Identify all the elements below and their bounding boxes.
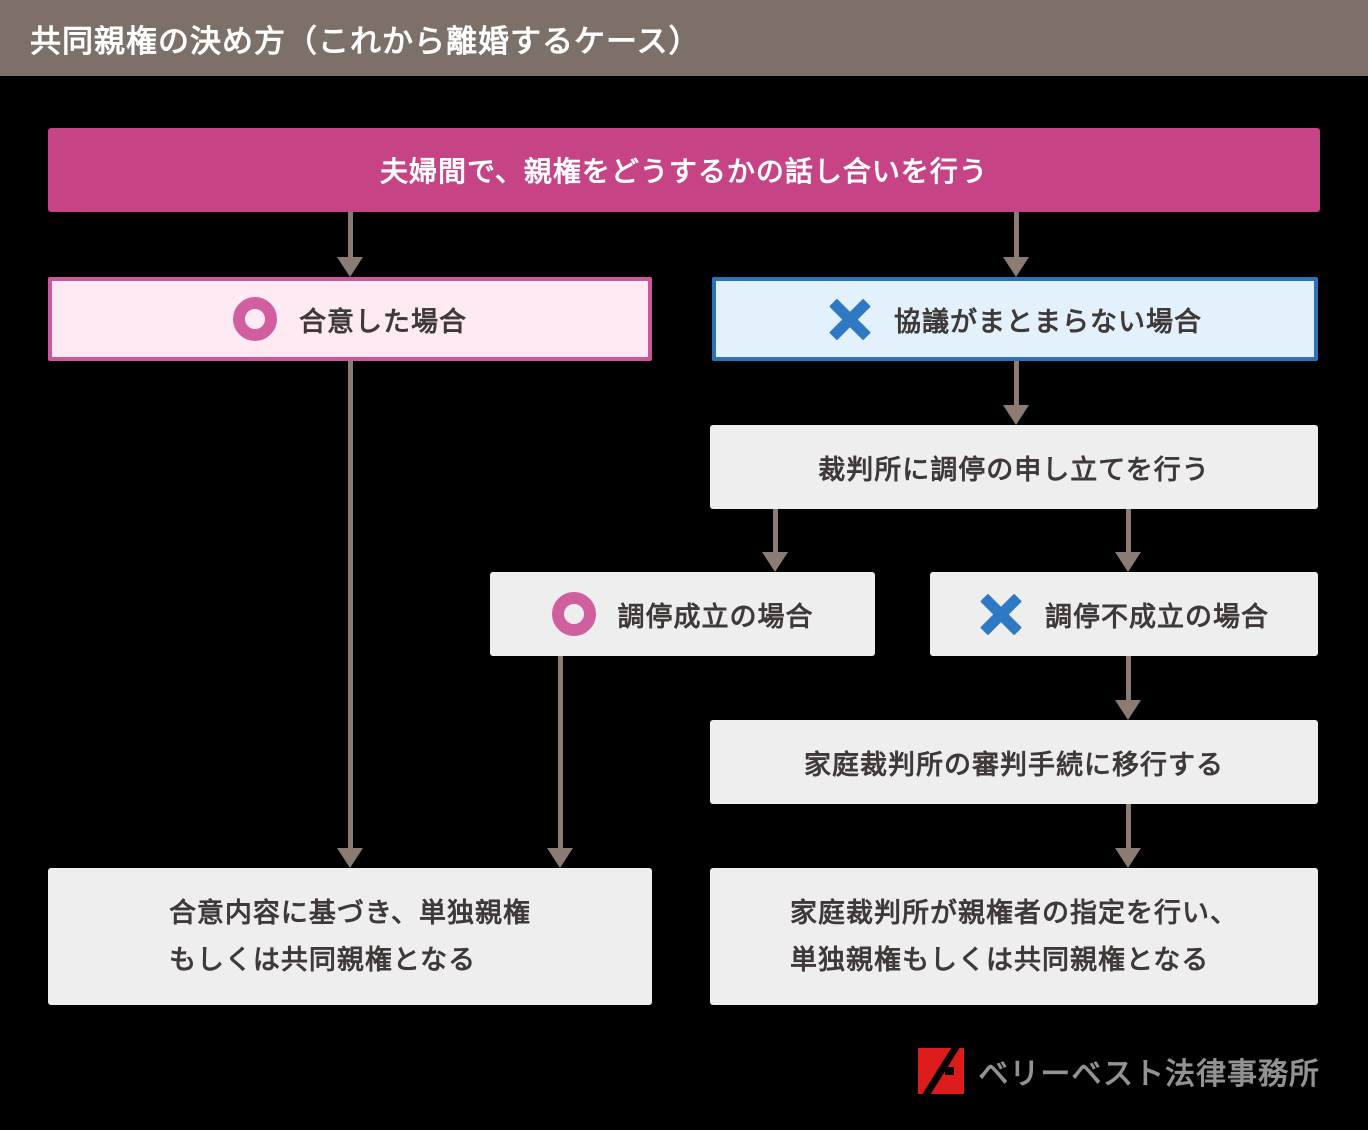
- arrow-petition-to-success: [762, 509, 788, 572]
- arrow-head-icon: [1115, 552, 1141, 572]
- title-bar: 共同親権の決め方（これから離婚するケース）: [0, 0, 1368, 76]
- arrow-head-icon: [1003, 257, 1029, 277]
- arrow-head-icon: [762, 552, 788, 572]
- logo-slash-decoration: [918, 1048, 965, 1094]
- arrow-head-icon: [337, 848, 363, 868]
- verybest-logo-icon: [918, 1048, 965, 1094]
- node-start-discussion: 夫婦間で、親権をどうするかの話し合いを行う: [48, 128, 1320, 212]
- circle-ring-icon: [233, 297, 277, 341]
- node-label: 合意した場合: [299, 306, 467, 337]
- arrow-agree-to-agreement-outcome: [337, 361, 363, 868]
- arrow-shaft: [557, 656, 563, 848]
- logo-notch-decoration: [945, 1067, 955, 1076]
- arrow-shaft: [347, 361, 353, 848]
- page-title: 共同親権の決め方（これから離婚するケース）: [30, 23, 701, 59]
- arrow-shaft: [347, 212, 353, 257]
- arrow-start-to-disagree: [1003, 212, 1029, 277]
- node-mediation-failure: 調停不成立の場合: [930, 572, 1318, 656]
- arrow-start-to-agree: [337, 212, 363, 277]
- node-label: 協議がまとまらない場合: [894, 306, 1202, 337]
- arrow-shaft: [1125, 804, 1131, 848]
- arrow-petition-to-failure: [1115, 509, 1141, 572]
- node-label-line2: もしくは共同親権となる: [168, 944, 477, 975]
- node-label: 家庭裁判所の審判手続に移行する: [804, 749, 1224, 780]
- arrow-head-icon: [547, 848, 573, 868]
- arrow-trial-to-court-outcome: [1115, 804, 1141, 868]
- cross-icon: [979, 592, 1023, 636]
- verybest-logo: ベリーベスト法律事務所: [918, 1046, 1320, 1096]
- arrow-shaft: [772, 509, 778, 552]
- arrow-head-icon: [1115, 700, 1141, 720]
- arrow-failure-to-trial: [1115, 656, 1141, 720]
- arrow-head-icon: [1003, 405, 1029, 425]
- cross-icon: [828, 297, 872, 341]
- node-outcome-by-court: 家庭裁判所が親権者の指定を行い、 単独親権もしくは共同親権となる: [710, 868, 1318, 1005]
- node-label: 調停不成立の場合: [1045, 601, 1269, 632]
- arrow-success-to-agreement-outcome: [547, 656, 573, 868]
- node-label: 裁判所に調停の申し立てを行う: [818, 454, 1210, 485]
- arrow-shaft: [1013, 212, 1019, 257]
- arrow-head-icon: [337, 257, 363, 277]
- arrow-head-icon: [1115, 848, 1141, 868]
- node-label: 夫婦間で、親権をどうするかの話し合いを行う: [380, 156, 988, 187]
- node-label-line1: 合意内容に基づき、単独親権: [168, 898, 532, 929]
- node-label-line2: 単独親権もしくは共同親権となる: [790, 944, 1210, 975]
- node-no-agreement-case: 協議がまとまらない場合: [712, 277, 1318, 361]
- circle-ring-icon: [551, 592, 596, 636]
- arrow-disagree-to-petition: [1003, 361, 1029, 425]
- node-label-line1: 家庭裁判所が親権者の指定を行い、: [790, 898, 1238, 929]
- logo-text: ベリーベスト法律事務所: [978, 1058, 1320, 1091]
- arrow-shaft: [1125, 509, 1131, 552]
- node-label: 調停成立の場合: [617, 601, 814, 632]
- node-mediation-petition: 裁判所に調停の申し立てを行う: [710, 425, 1318, 509]
- node-multiline-label: 家庭裁判所が親権者の指定を行い、 単独親権もしくは共同親権となる: [790, 897, 1238, 976]
- node-family-court-trial: 家庭裁判所の審判手続に移行する: [710, 720, 1318, 804]
- node-mediation-success: 調停成立の場合: [490, 572, 875, 656]
- arrow-shaft: [1125, 656, 1131, 700]
- node-multiline-label: 合意内容に基づき、単独親権 もしくは共同親権となる: [169, 897, 531, 976]
- node-outcome-by-agreement: 合意内容に基づき、単独親権 もしくは共同親権となる: [48, 868, 652, 1005]
- arrow-shaft: [1013, 361, 1019, 405]
- node-agreement-case: 合意した場合: [48, 277, 652, 361]
